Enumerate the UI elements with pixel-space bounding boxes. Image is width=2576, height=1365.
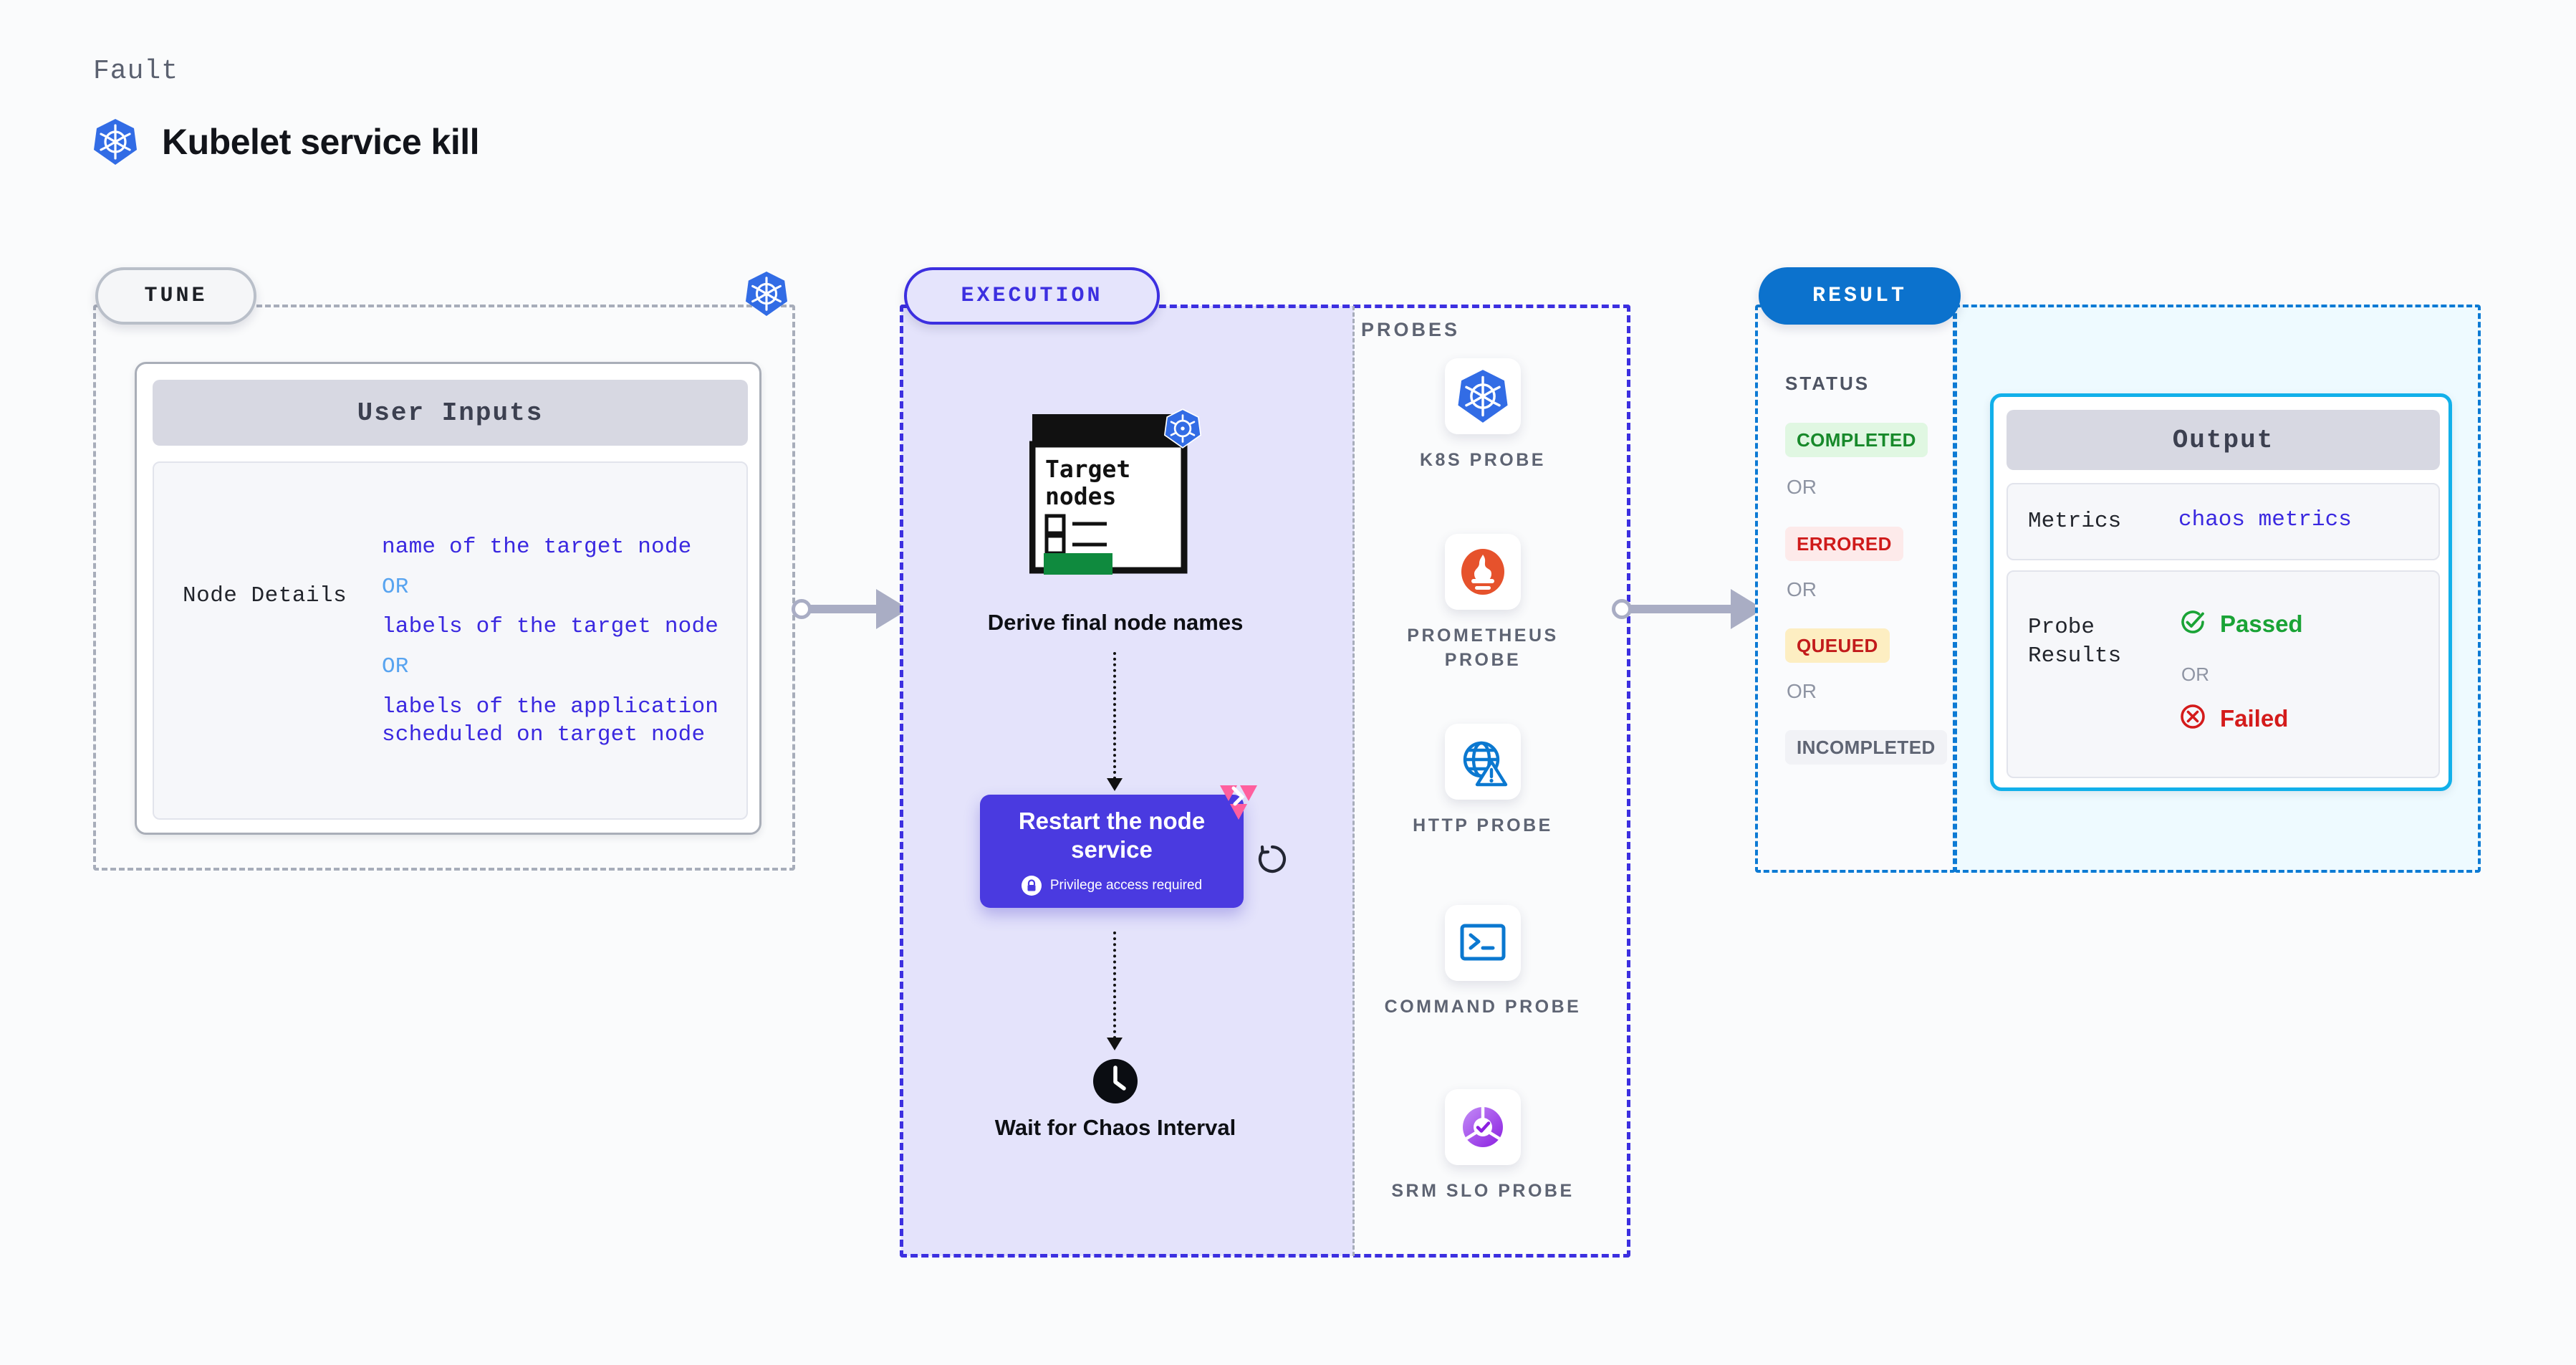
- step-caption-derive: Derive final node names: [987, 610, 1244, 635]
- output-card: Output Metrics chaos metrics Probe Resul…: [1990, 393, 2452, 791]
- output-header: Output: [2007, 410, 2440, 470]
- flow-arrow-2: [1107, 931, 1123, 1050]
- probe-label: HTTP PROBE: [1413, 815, 1553, 835]
- page-title-text: Kubelet service kill: [162, 122, 480, 162]
- step-caption-wait: Wait for Chaos Interval: [994, 1115, 1236, 1140]
- execution-chip[interactable]: EXECUTION: [904, 267, 1160, 325]
- user-inputs-card: User Inputs Node Details name of the tar…: [135, 362, 761, 835]
- probe-label: PROMETHEUS PROBE: [1407, 626, 1559, 670]
- lock-icon: [1021, 875, 1042, 896]
- input-value-1: labels of the target node: [382, 614, 719, 640]
- restart-node-service-title: Restart the node service: [1018, 808, 1206, 863]
- verdict-passed-text: Passed: [2220, 610, 2303, 637]
- srm-slo-donut-icon: [1445, 1089, 1521, 1165]
- metrics-row: Metrics chaos metrics: [2007, 483, 2440, 560]
- tune-kubernetes-badge-icon: [745, 271, 788, 320]
- restart-node-service-card[interactable]: Restart the node service Privilege acces…: [980, 795, 1244, 908]
- result-chip[interactable]: RESULT: [1759, 267, 1961, 325]
- clock-icon: [1092, 1058, 1139, 1108]
- verdict-failed: Failed: [2178, 702, 2288, 734]
- input-row-key: Node Details: [183, 583, 347, 608]
- metrics-value[interactable]: chaos metrics: [2178, 507, 2352, 532]
- status-separator-2: OR: [1787, 680, 1817, 702]
- user-inputs-header: User Inputs: [153, 380, 748, 446]
- probe-results-key: Probe Results: [2028, 615, 2122, 669]
- status-separator-0: OR: [1787, 476, 1817, 498]
- probe-item-k8s[interactable]: K8S PROBE: [1375, 358, 1590, 473]
- input-separator-1: OR: [382, 654, 409, 680]
- input-value-0: name of the target node: [382, 535, 692, 560]
- privilege-note-text: Privilege access required: [1049, 877, 1203, 893]
- result-status-panel: [1755, 305, 1956, 873]
- input-row-values: name of the target node OR labels of the…: [382, 533, 726, 749]
- verdict-separator: OR: [2181, 664, 2209, 685]
- user-inputs-body: Node Details name of the target node OR …: [153, 461, 748, 820]
- probe-item-command[interactable]: COMMAND PROBE: [1375, 905, 1590, 1020]
- privilege-note: Privilege access required: [1021, 875, 1203, 896]
- terminal-icon: [1445, 905, 1521, 981]
- connector-execution-to-result: [1612, 573, 1777, 645]
- probe-label: COMMAND PROBE: [1384, 997, 1582, 1017]
- flow-arrow-1: [1107, 652, 1123, 791]
- verdict-failed-text: Failed: [2220, 704, 2289, 732]
- input-separator-0: OR: [382, 574, 409, 600]
- tune-chip[interactable]: TUNE: [95, 267, 256, 325]
- probe-label: SRM SLO PROBE: [1391, 1181, 1575, 1201]
- probe-label: K8S PROBE: [1420, 450, 1546, 470]
- probe-results-row: Probe Results Passed OR: [2007, 570, 2440, 778]
- verdict-passed: Passed: [2178, 608, 2303, 640]
- status-badge-completed: COMPLETED: [1785, 423, 1928, 457]
- svg-text:Target: Target: [1045, 455, 1130, 483]
- tune-panel: [93, 305, 795, 871]
- repeat-icon: [1255, 842, 1289, 880]
- input-value-2: labels of the application scheduled on t…: [382, 694, 719, 748]
- probes-label: PROBES: [1361, 319, 1461, 340]
- target-nodes-kubernetes-badge-icon: [1163, 408, 1202, 452]
- metrics-key: Metrics: [2028, 509, 2122, 534]
- status-separator-1: OR: [1787, 578, 1817, 600]
- status-badge-errored: ERRORED: [1785, 527, 1903, 561]
- globe-warning-icon: [1445, 724, 1521, 800]
- status-badge-incompleted: INCOMPLETED: [1785, 730, 1947, 765]
- prometheus-icon: [1445, 534, 1521, 610]
- status-badge-queued: QUEUED: [1785, 628, 1890, 663]
- probe-item-http[interactable]: HTTP PROBE: [1375, 724, 1590, 838]
- status-label: STATUS: [1785, 373, 1870, 394]
- probe-item-prometheus[interactable]: PROMETHEUS PROBE: [1375, 534, 1590, 673]
- chaos-badge-icon: [1218, 782, 1259, 826]
- fault-eyebrow: Fault: [93, 56, 179, 87]
- page-title: Kubelet service kill: [93, 118, 480, 166]
- check-circle-icon: [2178, 608, 2207, 640]
- x-circle-icon: [2178, 702, 2207, 734]
- probes-divider: [1352, 306, 1355, 1256]
- execution-panel: [900, 305, 1630, 1258]
- kubernetes-icon: [93, 118, 138, 166]
- probe-item-srm-slo[interactable]: SRM SLO PROBE: [1375, 1089, 1590, 1204]
- kubernetes-icon: [1445, 358, 1521, 434]
- svg-text:nodes: nodes: [1045, 482, 1116, 510]
- progress-bar-indicator: [1044, 553, 1112, 575]
